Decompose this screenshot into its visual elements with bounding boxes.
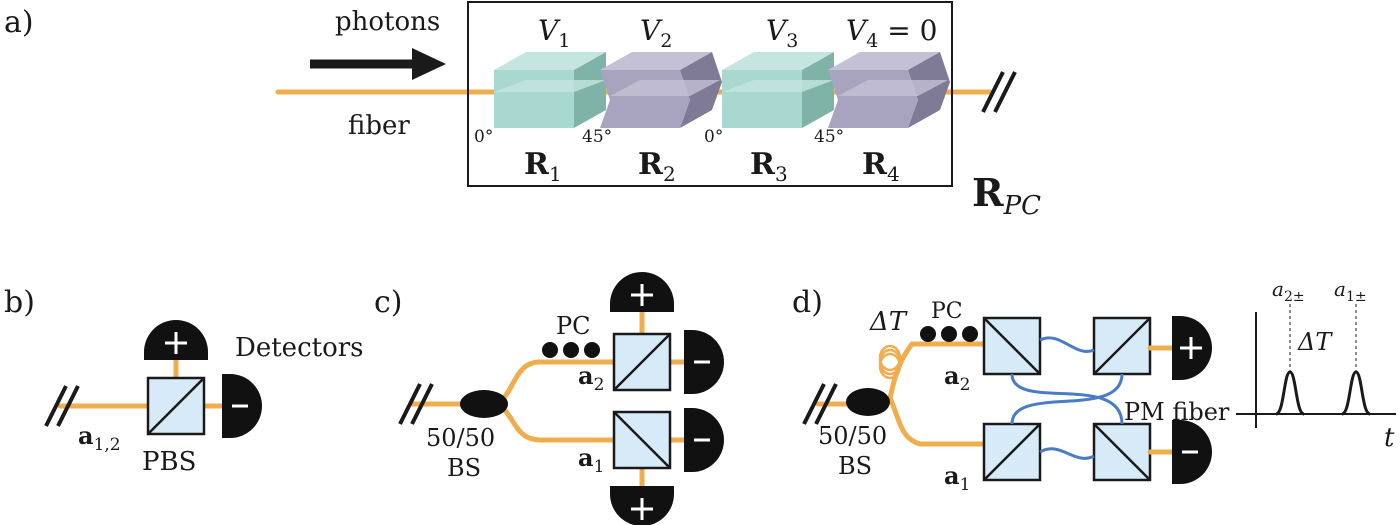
a1-mode-label: a1 <box>578 443 604 477</box>
panel-a-label: a) <box>4 5 34 40</box>
detector-minus-icon-top <box>684 330 724 394</box>
bs-ratio-label-d: 50/50 <box>818 422 887 450</box>
rotation-label-2: R2 <box>638 147 676 186</box>
detector-plus-icon-bottom <box>610 486 674 525</box>
panel-c: c) PC <box>374 272 724 525</box>
angle-label-3: 0° <box>704 127 723 147</box>
pm-fiber-lines <box>1010 336 1124 460</box>
rpc-label: RPC <box>972 170 1041 221</box>
input-mode-label: a1,2 <box>78 421 121 455</box>
polarization-controller-icon-d <box>920 326 978 342</box>
detector-plus-icon-d <box>1172 316 1212 380</box>
detector-minus-icon-d <box>1172 420 1212 484</box>
voltage-label-4: V4 = 0 <box>846 14 937 52</box>
photon-direction-arrow-icon <box>310 48 446 80</box>
delay-label: ΔT <box>869 307 908 337</box>
panel-a: a) photons fiber <box>4 1 1041 221</box>
rotation-label-4: R4 <box>862 147 900 186</box>
panel-d: d) ΔT PC <box>792 285 1230 495</box>
panel-b: b) Detectors a1,2 PBS <box>4 285 364 477</box>
panel-c-label: c) <box>374 285 403 320</box>
detector-minus-icon <box>222 374 262 438</box>
fiber-break-icon <box>398 383 434 425</box>
rotation-label-3: R3 <box>750 147 788 186</box>
a1-mode-label-d: a1 <box>944 461 970 495</box>
pulse-a1-label: a1± <box>1334 277 1367 305</box>
plate-r3 <box>722 52 834 128</box>
time-axis-label: t <box>1384 423 1395 453</box>
detector-plus-icon <box>144 320 208 360</box>
timing-delay-label: ΔT <box>1297 328 1333 356</box>
bs-label-d: BS <box>838 452 872 480</box>
polarization-controller-box <box>467 1 953 187</box>
angle-label-2: 45° <box>582 127 612 147</box>
voltage-label-2: V2 <box>640 14 672 52</box>
panel-b-label: b) <box>4 285 35 320</box>
photons-label: photons <box>335 7 440 37</box>
detector-minus-icon-bottom <box>684 408 724 472</box>
pulse-a2 <box>1275 370 1305 416</box>
pbs-label: PBS <box>142 447 196 477</box>
pulse-a2-label: a2± <box>1272 277 1305 305</box>
angle-label-4: 45° <box>814 127 844 147</box>
fiber-break-icon <box>802 383 838 425</box>
beam-splitter-50-50-d <box>846 388 890 416</box>
pc-label-d: PC <box>931 299 963 324</box>
plate-r4 <box>828 52 950 128</box>
fiber-break-icon <box>44 385 80 427</box>
rotation-label-1: R1 <box>524 147 562 186</box>
fiber-label: fiber <box>348 111 410 141</box>
timing-plot: a2± a1± ΔT t <box>1236 277 1396 453</box>
detector-plus-icon-top <box>610 272 674 312</box>
plate-r1 <box>494 52 606 128</box>
angle-label-1: 0° <box>474 127 493 147</box>
fiber-break-icon <box>981 71 1017 113</box>
detectors-label: Detectors <box>235 333 364 363</box>
bs-ratio-label: 50/50 <box>426 424 495 452</box>
bs-label: BS <box>447 454 481 482</box>
beam-splitter-50-50 <box>460 390 508 418</box>
voltage-label-3: V3 <box>766 14 798 52</box>
plate-r2 <box>600 52 722 128</box>
pulse-a1 <box>1341 370 1371 416</box>
a2-mode-label-d: a2 <box>944 361 970 395</box>
voltage-label-1: V1 <box>538 14 570 52</box>
panel-d-label: d) <box>792 285 823 320</box>
polarization-controller-icon <box>542 342 600 358</box>
pc-label: PC <box>556 312 591 340</box>
a2-mode-label: a2 <box>578 361 604 395</box>
